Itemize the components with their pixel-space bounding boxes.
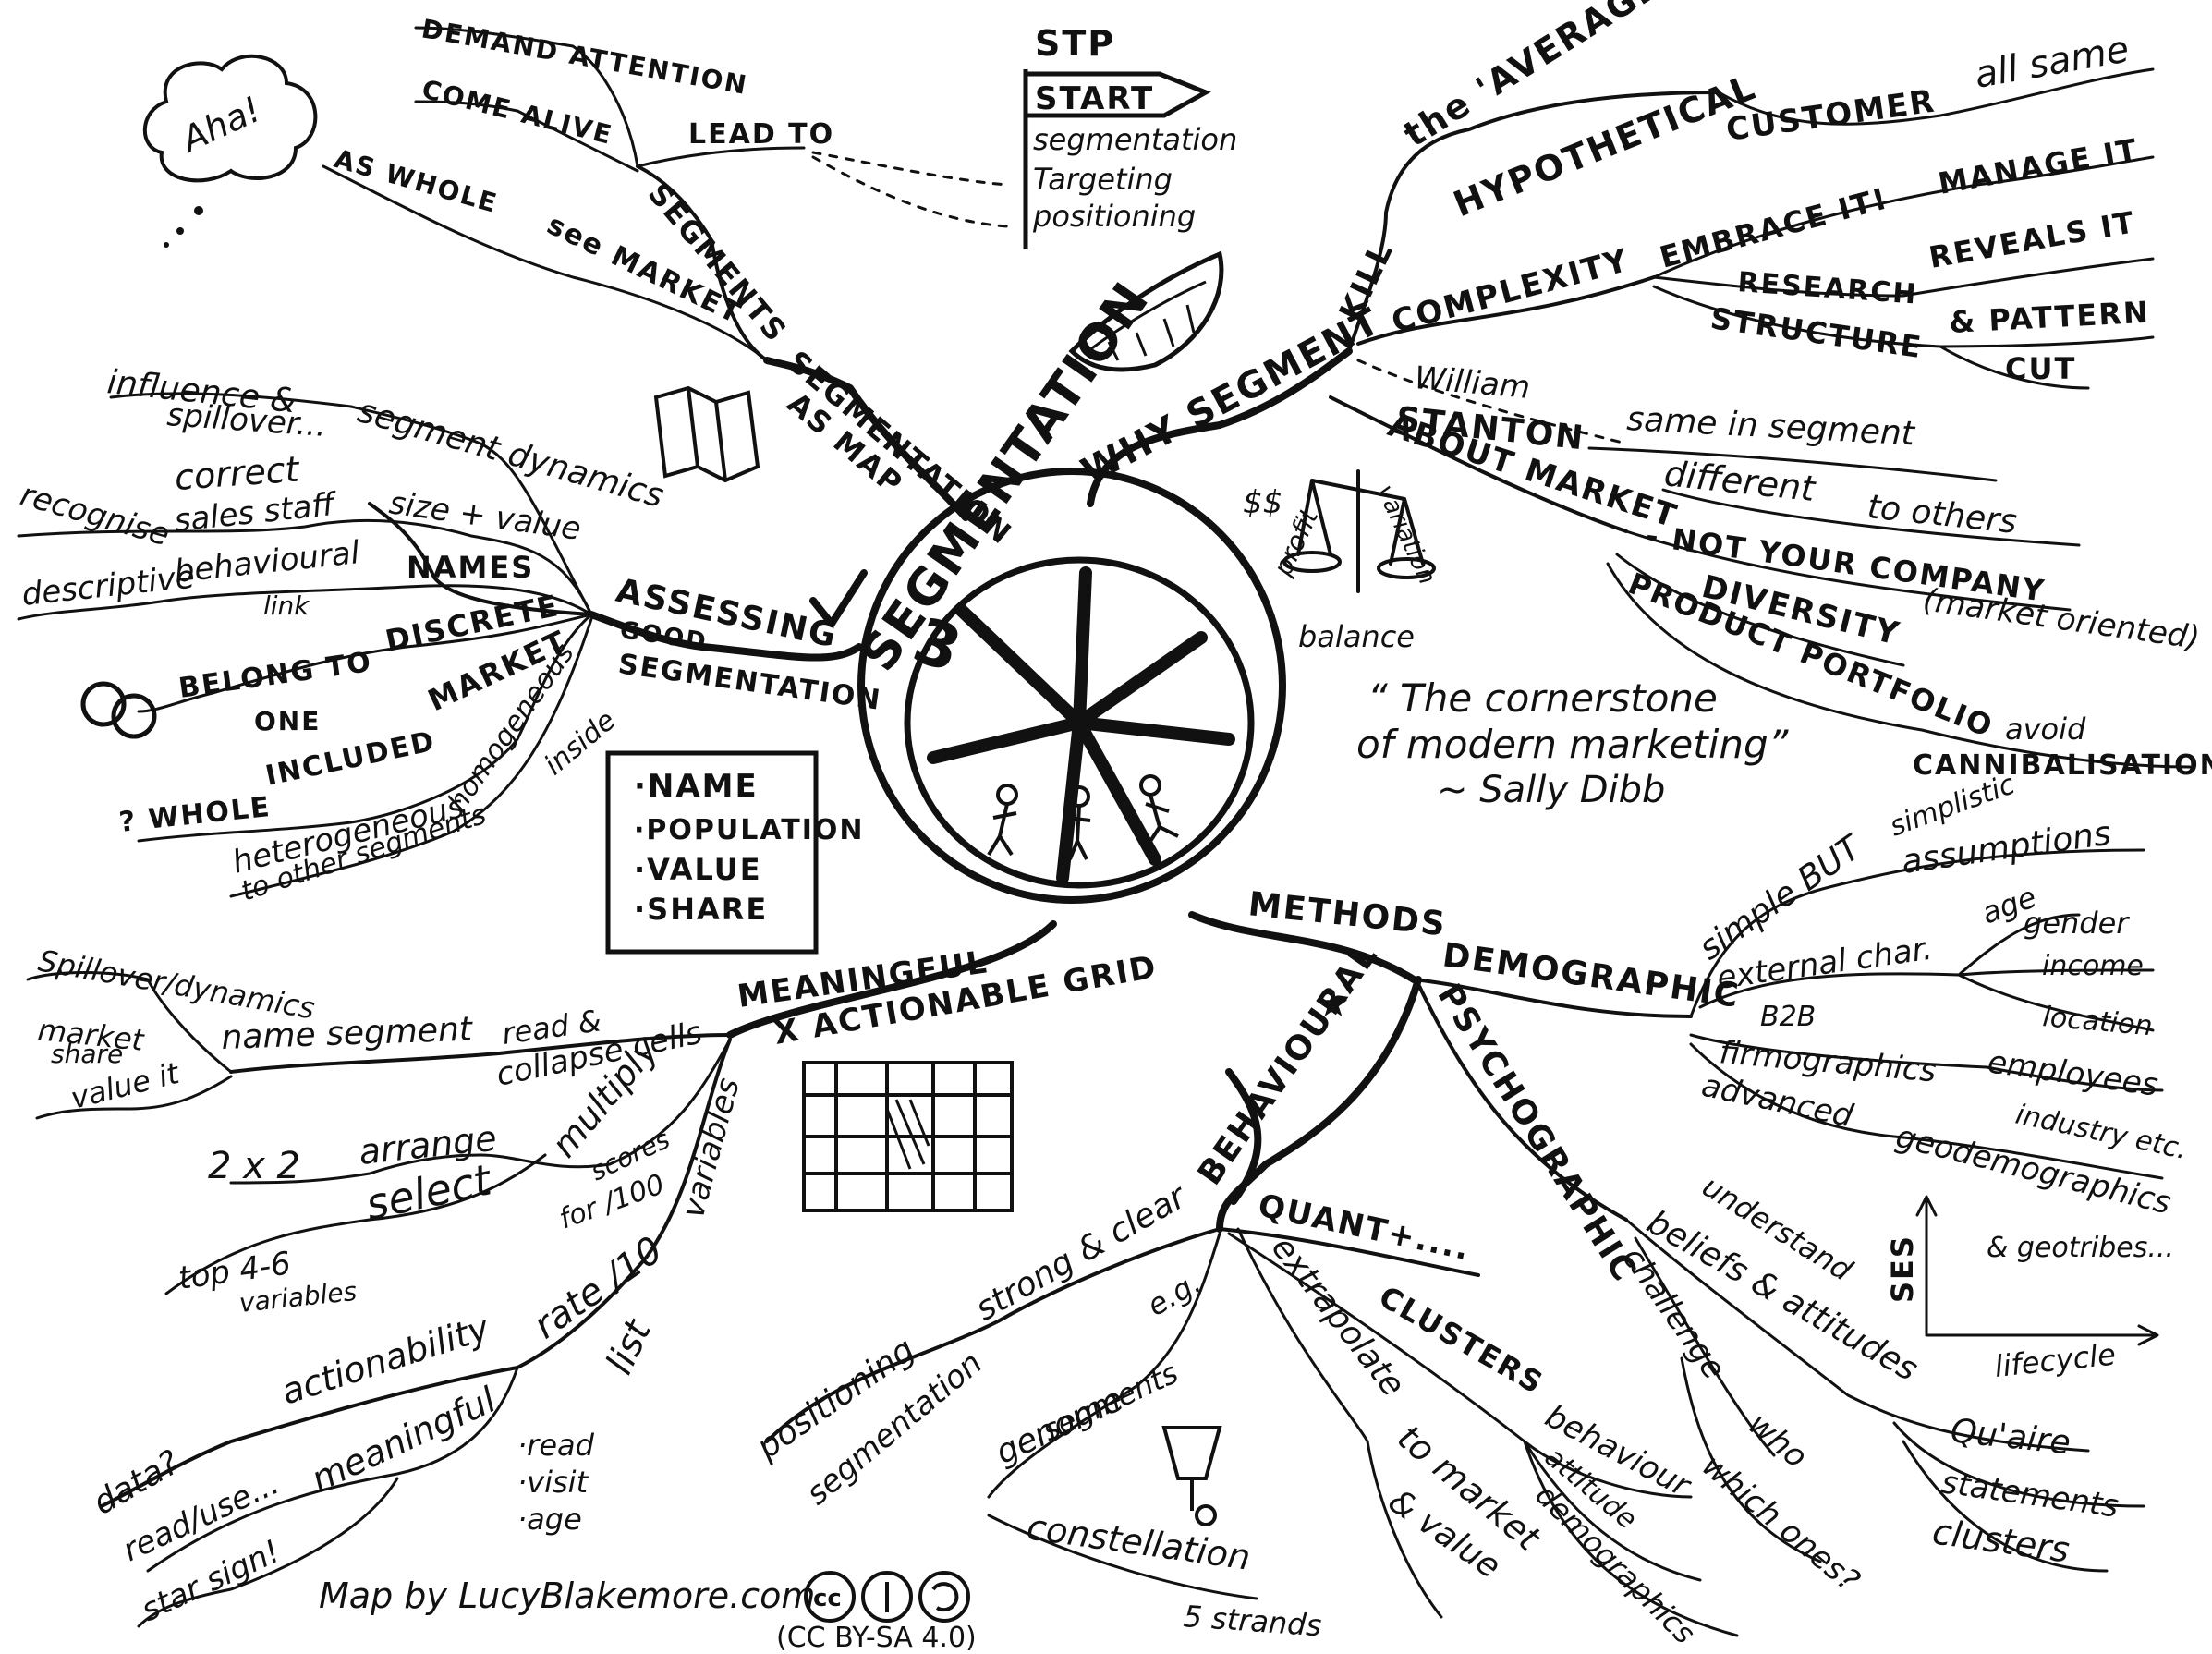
- outer-ring: [857, 468, 1286, 904]
- to-others-label: to others: [1866, 488, 2019, 541]
- all-same-label: all same: [1972, 28, 2133, 97]
- pattern-label: & PATTERN: [1948, 295, 2150, 340]
- spillover-dynamics-label: Spillover/dynamics: [36, 943, 318, 1026]
- belong-label: BELONG TO: [176, 646, 374, 705]
- link-label: link: [263, 590, 310, 621]
- descriptive-label: descriptive: [20, 559, 197, 614]
- share-label: share: [51, 1039, 123, 1069]
- income-label: income: [2042, 950, 2144, 982]
- overlap-circles-icon: [80, 681, 157, 739]
- research-label: RESEARCH: [1736, 266, 1918, 311]
- visit-label: ·visit: [517, 1465, 589, 1500]
- checkmark: [809, 569, 868, 627]
- quote: “ The cornerstone of modern marketing” ~…: [1356, 675, 1790, 811]
- folded-map-icon: [653, 385, 760, 483]
- spillover-label: spillover...: [165, 396, 327, 444]
- main-branches: [588, 347, 1417, 1205]
- segments-beh-label: segments: [1037, 1355, 1183, 1448]
- fruit-slice-icon: [1068, 250, 1224, 372]
- behavioural-link-label: behavioural: [173, 534, 362, 590]
- stp-title: STP: [1035, 23, 1115, 64]
- cut-label: CUT: [2005, 351, 2076, 386]
- avoid-label: avoid: [2005, 711, 2086, 747]
- read-label: ·read: [517, 1428, 595, 1463]
- money-label: $$: [1243, 484, 1282, 521]
- credit-by: Map by LucyBlakemore.com: [319, 1575, 815, 1616]
- branch-behavioural: ★ BEHAVIOURAL QUANT+.... CLUSTERS behavi…: [749, 936, 1739, 1651]
- employees-label: employees: [1986, 1043, 2160, 1103]
- star-mark: ★: [1317, 983, 1350, 1026]
- central-node: SEGMENTATION 3: [849, 271, 1286, 904]
- attribution-icon: [861, 1571, 913, 1623]
- as-whole-label: AS WHOLE: [331, 143, 502, 219]
- share-alike-icon: [918, 1571, 970, 1623]
- box-item-share: ·SHARE: [634, 892, 768, 927]
- cannibalisation-label: CANNIBALISATION: [1913, 749, 2212, 782]
- embrace-label: EMBRACE IT!: [1656, 180, 1891, 275]
- quote-line-1: “ The cornerstone: [1367, 675, 1718, 721]
- correct-label: correct: [174, 449, 302, 498]
- quote-author: ~ Sally Dibb: [1437, 769, 1665, 811]
- list-label: list: [598, 1312, 660, 1380]
- box-item-name: ·NAME: [634, 768, 759, 805]
- box-item-population: ·POPULATION: [634, 814, 864, 846]
- ses-axis: [1915, 1195, 2159, 1346]
- stp-targeting: Targeting: [1033, 162, 1173, 197]
- five-strands-label: 5 strands: [1182, 1599, 1322, 1643]
- market-oriented-label: (market oriented): [1921, 581, 2202, 657]
- one-label: ONE: [254, 706, 321, 736]
- who-label: who: [1741, 1405, 1814, 1476]
- branch-methods: METHODS DEMOGRAPHIC simple BUT simplisti…: [1246, 768, 2190, 1599]
- name-segment-label: name segment: [221, 1010, 475, 1057]
- which-ones-label: which ones?: [1695, 1447, 1866, 1599]
- stp-positioning: positioning: [1032, 199, 1196, 234]
- aha-label: Aha!: [173, 89, 267, 162]
- as-map-segmentation-label: SEGMENTATION: [781, 344, 1019, 552]
- credit: Map by LucyBlakemore.com cc (CC BY-SA 4.…: [319, 1571, 977, 1654]
- names-label: NAMES: [407, 550, 534, 585]
- age-list-label: ·age: [517, 1502, 582, 1537]
- assessing-segmentation-label: SEGMENTATION: [616, 648, 884, 717]
- location-label: location: [2041, 1001, 2154, 1042]
- b2b-label: B2B: [1760, 1001, 1816, 1033]
- complexity-label: COMPLEXITY: [1388, 242, 1634, 341]
- geotribes-label: & geotribes...: [1987, 1232, 2174, 1264]
- box-item-value: ·VALUE: [634, 852, 762, 887]
- come-alive-label: COME ALIVE: [419, 74, 616, 151]
- ses-label: SES: [1885, 1234, 1920, 1303]
- william-label: William: [1413, 359, 1531, 407]
- stp-start: START: [1035, 80, 1154, 117]
- cc-mark: cc: [813, 1585, 842, 1612]
- wheel-spokes: [927, 566, 1235, 884]
- two-by-two-label: 2 x 2: [208, 1145, 300, 1187]
- manage-label: MANAGE IT: [1936, 131, 2141, 201]
- clusters-psy-label: clusters: [1930, 1511, 2072, 1570]
- stick-figures: [987, 774, 1179, 860]
- credit-license: (CC BY-SA 4.0): [776, 1622, 977, 1654]
- quaire-label: Qu'aire: [1949, 1412, 2072, 1462]
- structure-label: STRUCTURE: [1708, 300, 1925, 365]
- lead-to-label: LEAD TO: [688, 118, 834, 151]
- lifecycle-label: lifecycle: [1993, 1336, 2118, 1384]
- eg-label: e.g.: [1141, 1265, 1207, 1323]
- stp-segmentation: segmentation: [1033, 122, 1237, 157]
- same-in-segment-label: same in segment: [1626, 400, 1917, 453]
- branch-why-segment: WHY SEGMENT KILL HYPOTHETICAL the 'AVERA…: [1075, 0, 2212, 782]
- stp-sign: STP START segmentation Targeting positio…: [1023, 23, 1237, 249]
- balance-label: balance: [1298, 619, 1415, 654]
- recognise-label: recognise: [17, 476, 174, 553]
- criteria-box: ·NAME ·POPULATION ·VALUE ·SHARE: [605, 750, 864, 955]
- inner-ring: [904, 556, 1255, 889]
- aha-bubble: Aha!: [142, 54, 318, 248]
- glass-icon: [1161, 1426, 1222, 1526]
- quote-line-2: of modern marketing”: [1356, 722, 1790, 767]
- gender-label: gender: [2024, 906, 2130, 941]
- constellation-label: constellation: [1025, 1506, 1253, 1577]
- grid-sketch: [802, 1061, 1014, 1212]
